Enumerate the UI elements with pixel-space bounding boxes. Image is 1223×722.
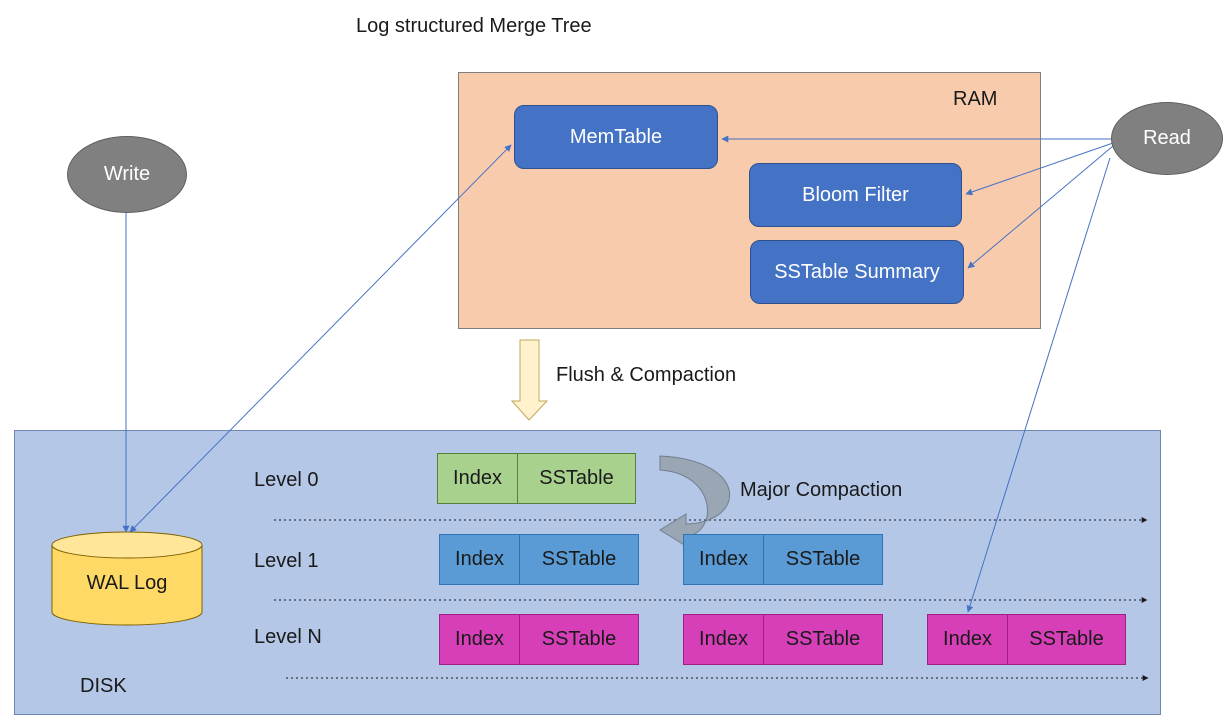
wal-log-label: WAL Log — [86, 572, 168, 594]
major-compaction-arrow — [659, 455, 731, 547]
wal-memtable-arrow — [129, 144, 512, 533]
sstable-cell: SSTable — [1029, 628, 1104, 650]
flush-arrow — [510, 339, 549, 421]
memtable-box: MemTable — [514, 105, 718, 169]
flush-compaction-label: Flush & Compaction — [556, 364, 737, 386]
sstable-level-n-a: Index SSTable — [439, 614, 639, 665]
sstable-level-0: Index SSTable — [437, 453, 636, 504]
level-1-label: Level 1 — [254, 550, 319, 572]
wal-log-cylinder — [51, 531, 203, 626]
read-to-summary-arrow — [967, 145, 1114, 269]
sstable-cell: SSTable — [785, 548, 861, 570]
sstable-level-n-c: Index SSTable — [927, 614, 1126, 665]
bloom-filter-box: Bloom Filter — [749, 163, 962, 227]
sstable-level-1-a: Index SSTable — [439, 534, 639, 585]
ram-label: RAM — [953, 88, 998, 110]
write-node: Write — [67, 136, 187, 213]
level-0-label: Level 0 — [254, 469, 319, 491]
index-cell: Index — [928, 615, 1008, 664]
read-to-bloom-arrow — [965, 142, 1114, 196]
sstable-cell: SSTable — [541, 548, 617, 570]
diagram-title: Log structured Merge Tree — [356, 15, 592, 37]
sstable-cell: SSTable — [785, 628, 861, 650]
sstable-level-n-b: Index SSTable — [683, 614, 883, 665]
index-cell: Index — [684, 615, 764, 664]
sstable-summary-box: SSTable Summary — [750, 240, 964, 304]
read-node: Read — [1111, 102, 1223, 175]
index-cell: Index — [440, 535, 520, 584]
read-to-disk-sstable-arrow — [966, 157, 1111, 613]
disk-label: DISK — [80, 675, 127, 697]
sstable-level-1-b: Index SSTable — [683, 534, 883, 585]
sstable-cell: SSTable — [539, 467, 614, 489]
level-n-label: Level N — [254, 626, 322, 648]
index-cell: Index — [684, 535, 764, 584]
major-compaction-label: Major Compaction — [740, 479, 903, 501]
sstable-cell: SSTable — [541, 628, 617, 650]
index-cell: Index — [438, 454, 518, 503]
index-cell: Index — [440, 615, 520, 664]
